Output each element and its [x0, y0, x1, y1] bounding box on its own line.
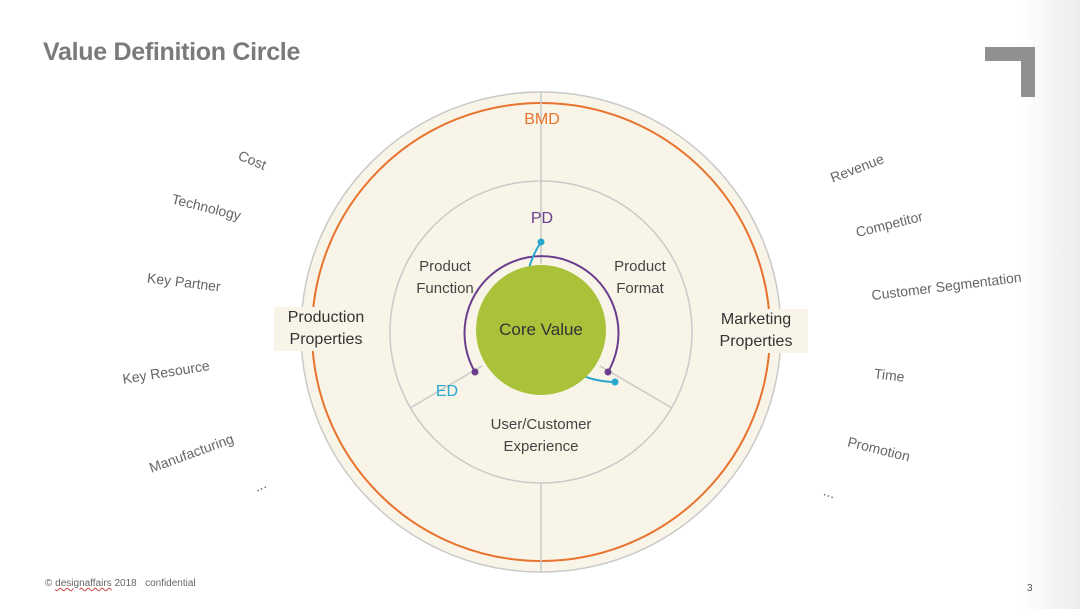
user-experience-line-1: User/Customer: [490, 416, 592, 433]
slide-edge-shadow: [1020, 0, 1080, 609]
footer-year: 2018: [114, 578, 137, 589]
product-function-label: Product Function: [400, 256, 490, 300]
ed-arc-end-right: [611, 378, 619, 386]
ed-label: ED: [435, 383, 459, 400]
product-format-line-1: Product: [614, 258, 666, 275]
ed-arc-end-top: [537, 238, 545, 246]
bmd-label: BMD: [524, 111, 560, 128]
core-value-label: Core Value: [499, 320, 583, 339]
core-value-circle: [476, 265, 606, 395]
footer-confidential: confidential: [145, 578, 196, 589]
product-format-label: Product Format: [595, 256, 685, 300]
copyright-symbol: ©: [45, 578, 53, 589]
production-properties-label: Production Properties: [274, 307, 378, 351]
corner-logo-icon: [985, 47, 1035, 97]
user-experience-line-2: Experience: [503, 438, 579, 455]
pd-arc: [463, 255, 620, 373]
middle-divider-left: [409, 365, 483, 409]
slide-title: Value Definition Circle: [43, 38, 301, 66]
production-properties-line-2: Properties: [289, 331, 363, 348]
marketing-properties-line-1: Marketing: [720, 311, 792, 328]
middle-divider-right: [599, 365, 673, 409]
footer: © designaffairs 2018 confidential: [45, 578, 196, 589]
marketing-properties-line-2: Properties: [719, 333, 793, 350]
production-properties-line-1: Production: [287, 309, 365, 326]
page-number: 3: [1027, 583, 1033, 594]
marketing-properties-label: Marketing Properties: [704, 309, 808, 353]
pd-label: PD: [530, 210, 554, 227]
product-function-line-1: Product: [419, 258, 471, 275]
footer-brand: designaffairs: [55, 578, 112, 589]
pd-arc-end-right: [604, 368, 612, 376]
user-experience-label: User/Customer Experience: [471, 414, 611, 458]
product-function-line-2: Function: [416, 280, 474, 297]
product-format-line-2: Format: [616, 280, 664, 297]
pd-arc-end-left: [471, 368, 479, 376]
